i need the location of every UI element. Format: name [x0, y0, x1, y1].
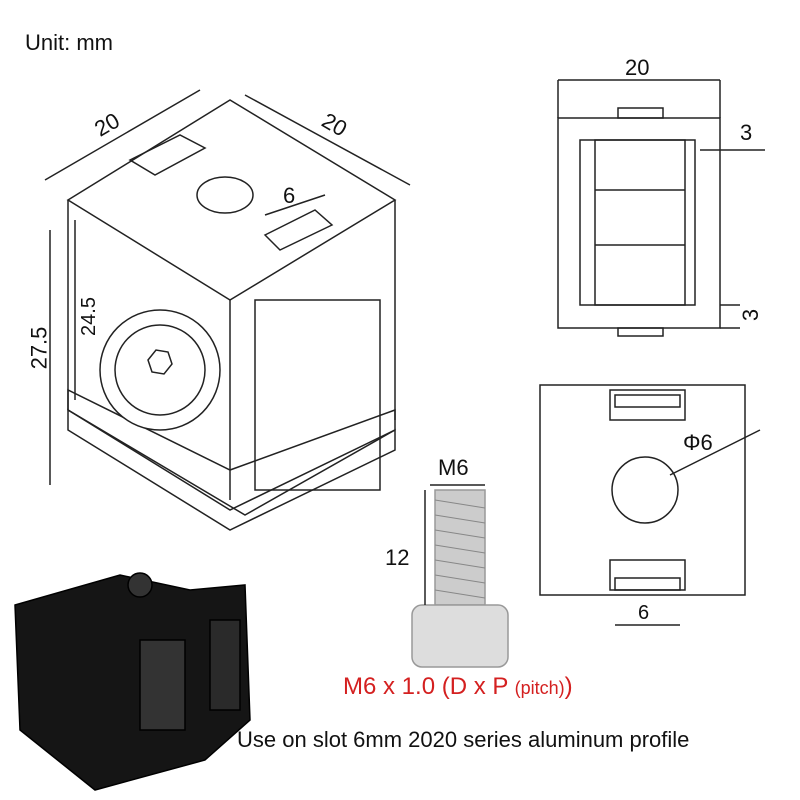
- top-view: [539, 384, 761, 626]
- screw-spec-main: M6 x 1.0 (D x P: [343, 673, 515, 700]
- isometric-view: [44, 89, 411, 531]
- caption: Use on slot 6mm 2020 series aluminum pro…: [237, 727, 690, 752]
- screw-diameter-dim: M6: [438, 455, 469, 480]
- top-slot-dim: 6: [638, 602, 650, 624]
- unit-label: Unit: mm: [25, 30, 113, 55]
- iso-slot-dim: 6: [283, 183, 296, 208]
- hole-diameter-dim: Φ6: [683, 430, 713, 455]
- front-width-dim: 20: [625, 55, 650, 80]
- screw-spec-close: ): [564, 673, 573, 700]
- iso-height-total-dim: 27.5: [26, 326, 52, 370]
- front-top-offset-dim: 3: [740, 120, 753, 145]
- screw-image: [411, 484, 509, 668]
- screw-spec-pitch: (pitch): [514, 678, 565, 698]
- bracket-photo: [14, 572, 251, 791]
- front-view: [557, 79, 765, 337]
- iso-height-axis-dim: 24.5: [77, 297, 100, 336]
- screw-spec: M6 x 1.0 (D x P (pitch)): [343, 673, 573, 701]
- screw-length-dim: 12: [385, 545, 410, 570]
- front-bottom-offset-dim: 3: [738, 308, 764, 322]
